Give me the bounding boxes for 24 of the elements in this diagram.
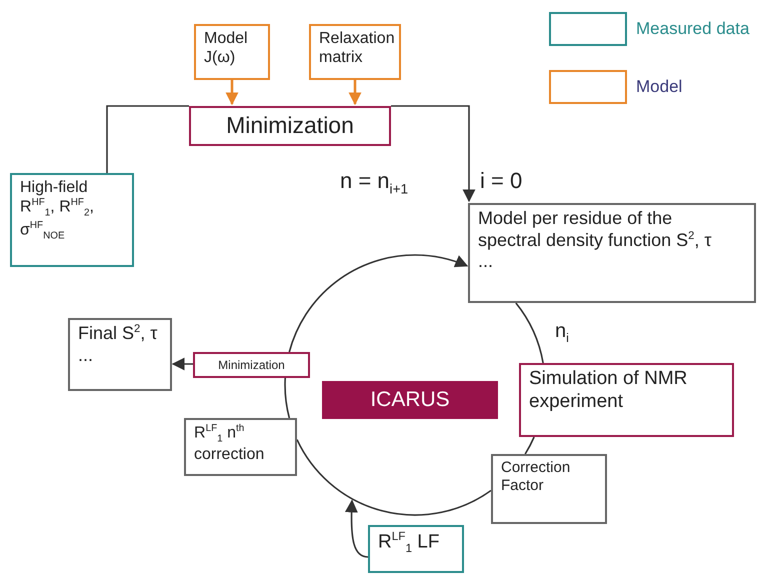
- legend-label: Model: [636, 77, 682, 97]
- connector-line: [284, 378, 290, 418]
- arrow: [391, 105, 476, 202]
- legend-label: Measured data: [636, 19, 750, 39]
- model-box: Relaxation matrix: [309, 24, 401, 80]
- result-box: Final S$^{2}$, τ ...: [68, 318, 172, 391]
- arrow: [226, 80, 238, 106]
- process-box: Minimization: [189, 106, 391, 146]
- arrow: [288, 254, 468, 352]
- result-box: R$^{LF}$$_{1}$ n$^{th}$ correction: [184, 418, 297, 476]
- process-box: Correction Factor: [491, 454, 607, 524]
- title-band: ICARUS: [322, 381, 498, 419]
- measured-data-box: R$^{LF}$$_{1}$ LF: [368, 525, 464, 573]
- process-box: Minimization: [193, 352, 310, 378]
- connector-line: [515, 302, 544, 364]
- connector-line: [524, 436, 535, 454]
- model-box: Model J(ω): [194, 24, 270, 80]
- process-box: Simulation of NMR experiment: [519, 363, 734, 437]
- connector-line: [106, 105, 189, 173]
- arrow: [172, 358, 193, 370]
- arrow: [345, 499, 368, 558]
- arrow: [348, 80, 362, 106]
- model-box: Model per residue of the spectral density function S$^{2}$, τ ...: [468, 203, 756, 303]
- connector-line: [296, 439, 492, 516]
